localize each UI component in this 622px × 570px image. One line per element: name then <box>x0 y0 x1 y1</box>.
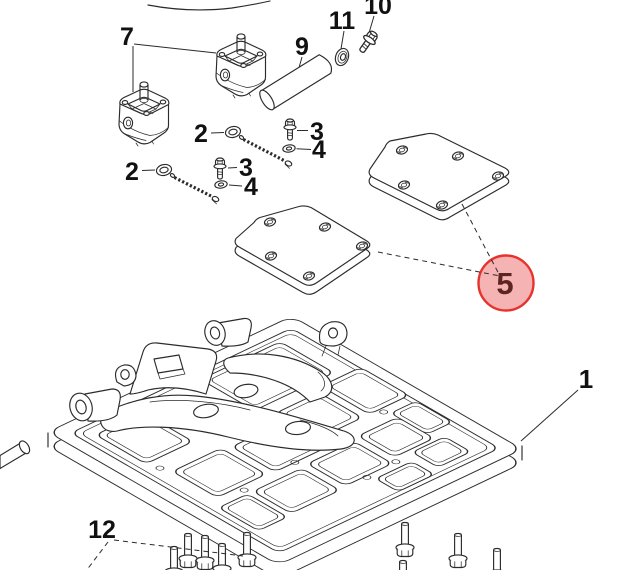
tray-roller-left <box>69 388 121 422</box>
callout-12[interactable]: 12 <box>88 516 116 544</box>
callout-3-upper[interactable]: 3 <box>310 118 324 146</box>
tray-bracket <box>69 317 355 451</box>
callout-9[interactable]: 9 <box>295 33 309 61</box>
callout-7-group <box>118 33 267 147</box>
washer-4-lower <box>213 179 243 190</box>
callout-7[interactable]: 7 <box>120 23 134 51</box>
screw-10 <box>355 27 381 57</box>
callout-11[interactable]: 11 <box>329 7 356 35</box>
callout-2-lower[interactable]: 2 <box>125 158 139 186</box>
lanyard-clip <box>283 159 294 170</box>
plate-5-lower <box>234 205 371 295</box>
tray-roller-top <box>204 317 252 347</box>
side-rod <box>0 440 31 470</box>
lanyard-upper <box>210 124 294 170</box>
mounting-tray <box>47 317 523 570</box>
cutoff-component-edge <box>147 0 271 11</box>
lanyard-lower <box>141 162 221 205</box>
callout-2-upper[interactable]: 2 <box>194 120 208 148</box>
callout-10[interactable]: 10 <box>364 0 392 20</box>
bolt-3-lower <box>213 157 238 180</box>
stud-bolts <box>86 521 507 570</box>
highlight-circle-5[interactable] <box>477 254 535 312</box>
washer-11 <box>334 30 350 67</box>
dowel-pin <box>259 54 333 111</box>
mount-block-upper <box>215 33 267 99</box>
mount-block-lower <box>118 81 170 147</box>
callout-4-lower[interactable]: 4 <box>244 173 258 201</box>
leader-1 <box>520 389 579 442</box>
bolt-3-upper <box>283 118 308 141</box>
highlight-5-group: 5 <box>377 203 535 312</box>
callout-1[interactable]: 1 <box>579 364 593 394</box>
plate-5-upper <box>368 132 510 221</box>
washer-4-upper <box>281 143 312 154</box>
plate-leader-lines <box>377 203 501 277</box>
flange-screw-10 <box>355 15 381 57</box>
callout-5[interactable]: 5 <box>496 266 513 301</box>
lanyard-clip <box>210 194 221 205</box>
callout-3-lower[interactable]: 3 <box>239 154 253 182</box>
callout-4-upper[interactable]: 4 <box>312 136 326 164</box>
tray-corner-lug <box>318 321 348 357</box>
